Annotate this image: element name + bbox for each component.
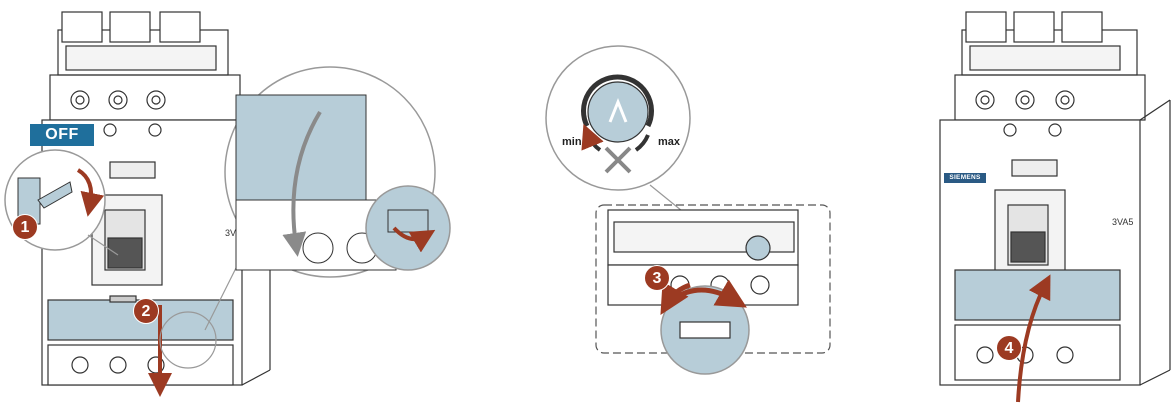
- min-label: min: [562, 136, 582, 148]
- brand-label: SIEMENS: [944, 173, 986, 183]
- breaker-right: [940, 12, 1170, 385]
- step-badge-1: 1: [12, 214, 38, 240]
- model-label-right: 3VA5: [1112, 217, 1133, 227]
- step-badge-4: 4: [996, 335, 1022, 361]
- step-badge-3: 3: [644, 265, 670, 291]
- step-badge-2: 2: [133, 298, 159, 324]
- off-label: OFF: [30, 124, 94, 146]
- magnifier-latch-detail: [366, 186, 450, 270]
- screw-callout: [661, 285, 749, 374]
- max-label: max: [658, 136, 680, 148]
